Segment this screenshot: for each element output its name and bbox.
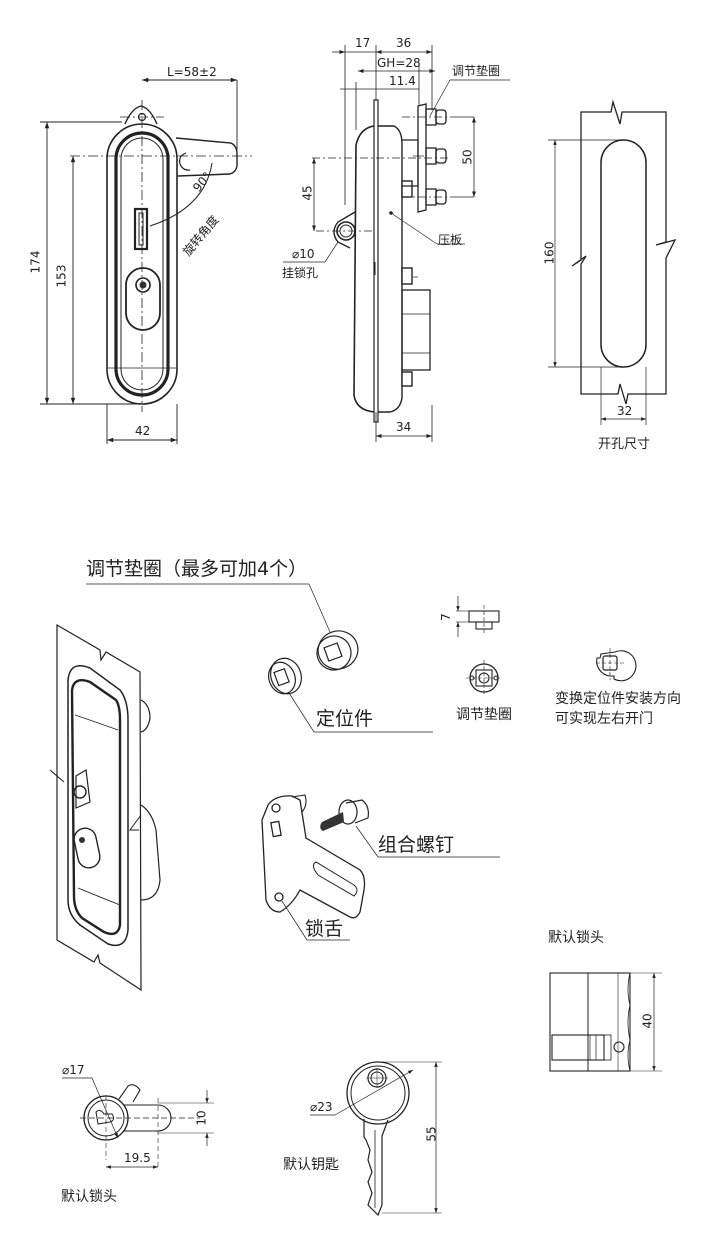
dim-7: 7 [438, 613, 453, 621]
dim-160: 160 [542, 241, 557, 265]
label-tongue: 锁舌 [305, 918, 344, 940]
dim-phi10: ⌀10 [292, 247, 315, 261]
dim-34: 34 [396, 420, 412, 434]
label-plate: 压板 [438, 233, 463, 247]
front-view-handle [106, 105, 238, 405]
dim-phi23: ⌀23 [310, 1100, 333, 1114]
label-screw: 组合螺钉 [378, 834, 455, 856]
dim-17: 17 [355, 36, 371, 50]
dim-174: 174 [28, 250, 43, 274]
dim-11-4: 11.4 [389, 74, 416, 88]
key-drawing [310, 1061, 442, 1217]
dim-phi17: ⌀17 [62, 1063, 85, 1077]
dim-10: 10 [194, 1110, 209, 1126]
key-title: 默认钥匙 [283, 1157, 339, 1173]
locator-note-line2: 可实现左右开门 [555, 711, 653, 727]
cutout-title: 开孔尺寸 [598, 437, 651, 452]
tongue-part [261, 794, 366, 941]
washer-detail-drawing [456, 596, 502, 696]
screw-part [320, 799, 500, 858]
cylinder-side-title: 默认锁头 [548, 930, 604, 946]
label-padlock-hole: 挂锁孔 [282, 266, 319, 280]
dim-40: 40 [640, 1013, 655, 1029]
front-dimension-lines [40, 77, 238, 444]
dim-55: 55 [424, 1126, 439, 1142]
dim-19-5: 19.5 [124, 1151, 151, 1165]
side-view-handle [283, 79, 510, 423]
locator-part [268, 657, 433, 733]
locator-detail-drawing [596, 648, 637, 682]
dim-153: 153 [54, 264, 69, 288]
cutout-dimension-lines [548, 139, 647, 425]
cylinder-side-drawing [549, 972, 662, 1072]
dim-L: L=58±2 [167, 65, 217, 79]
label-locator: 定位件 [316, 708, 374, 730]
cutout-panel [571, 99, 677, 405]
dim-42: 42 [135, 424, 151, 438]
side-dimension-lines [312, 45, 476, 442]
dim-36: 36 [396, 36, 412, 50]
locator-note-line1: 变换定位件安装方向 [555, 691, 681, 707]
dim-50: 50 [460, 149, 475, 165]
label-washer-side: 调节垫圈 [452, 64, 501, 78]
washer-detail-label: 调节垫圈 [456, 707, 512, 723]
dim-45: 45 [300, 185, 315, 201]
cylinder-front-drawing [62, 1077, 214, 1170]
side-center-lines [312, 116, 455, 278]
dim-GH: GH=28 [377, 56, 421, 70]
front-center-lines [70, 100, 252, 412]
cylinder-front-title: 默认锁头 [61, 1189, 117, 1205]
label-washer-max: 调节垫圈（最多可加4个） [86, 558, 308, 580]
isometric-lock [49, 623, 161, 992]
dim-32: 32 [617, 404, 633, 418]
washer-part [86, 583, 359, 671]
